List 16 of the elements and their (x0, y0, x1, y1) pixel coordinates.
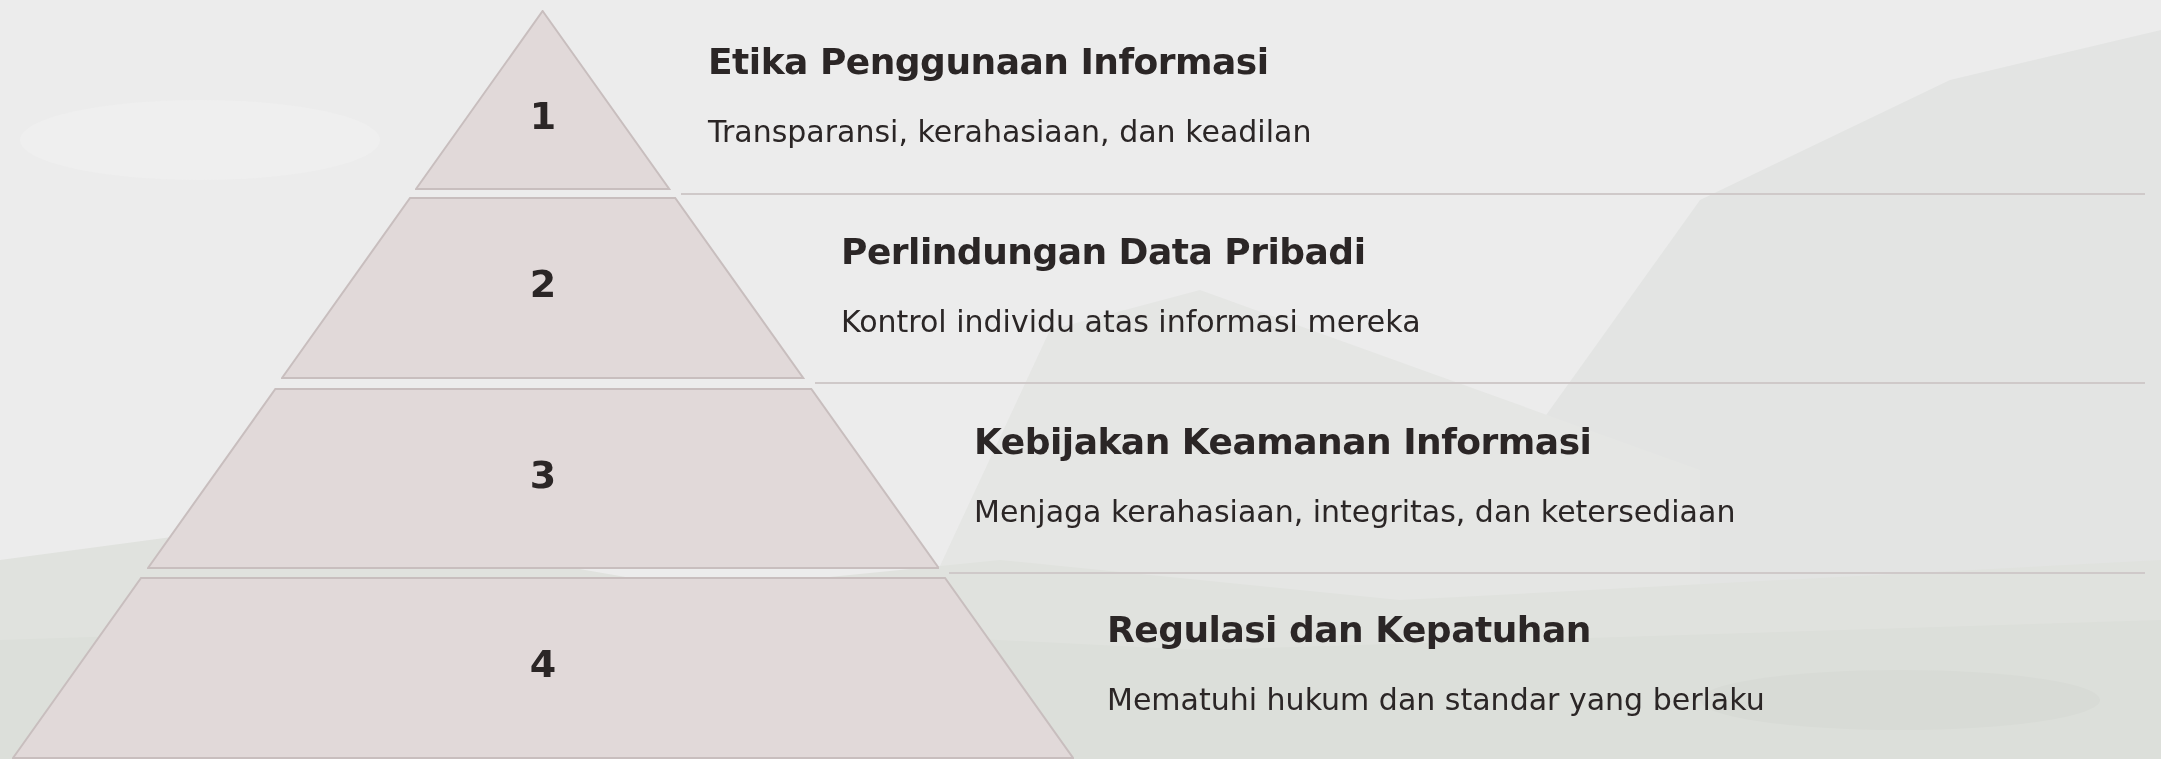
pyramid-layer (281, 197, 805, 379)
layer-heading: Perlindungan Data Pribadi (841, 230, 1366, 274)
layer-number: 3 (529, 452, 557, 497)
pyramid-layer (415, 10, 671, 190)
layer-heading: Etika Penggunaan Informasi (708, 40, 1269, 84)
layer-number: 1 (529, 94, 557, 139)
layer-number: 4 (529, 642, 557, 687)
layer-description: Transparansi, kerahasiaan, dan keadilan (708, 113, 1312, 151)
layer-number: 2 (529, 262, 557, 307)
layer-description: Menjaga kerahasiaan, integritas, dan ketersediaan (974, 493, 1736, 531)
pyramid-layer (11, 577, 1075, 759)
layer-description: Mematuhi hukum dan standar yang berlaku (1107, 681, 1765, 719)
layer-heading: Regulasi dan Kepatuhan (1107, 608, 1591, 652)
layer-heading: Kebijakan Keamanan Informasi (974, 420, 1592, 464)
pyramid-layer (146, 388, 940, 569)
layer-description: Kontrol individu atas informasi mereka (841, 303, 1421, 341)
